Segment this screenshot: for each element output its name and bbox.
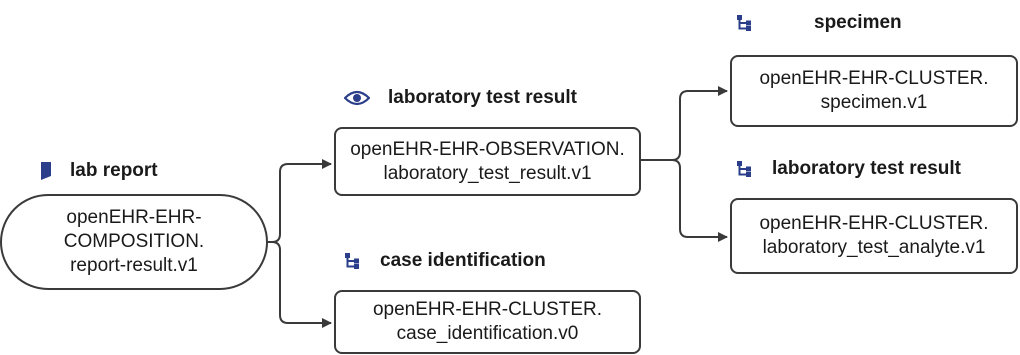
specimen-line-1: openEHR-EHR-CLUSTER. (759, 68, 989, 89)
specimen-node[interactable]: openEHR-EHR-CLUSTER. specimen.v1 (730, 55, 1018, 127)
hierarchy-icon (736, 160, 754, 178)
specimen-title: specimen (736, 12, 902, 34)
analyte-title: laboratory test result (736, 158, 961, 180)
analyte-line-1: openEHR-EHR-CLUSTER. (759, 213, 989, 234)
case-identification-line-2: case_identification.v0 (396, 323, 579, 344)
lab-report-title-text: lab report (70, 160, 158, 181)
observation-line-1: openEHR-EHR-OBSERVATION. (350, 138, 625, 160)
case-identification-title-text: case identification (380, 250, 546, 271)
case-identification-line-1: openEHR-EHR-CLUSTER. (372, 299, 603, 320)
observation-node[interactable]: openEHR-EHR-OBSERVATION. laboratory_test… (334, 127, 641, 196)
lab-report-node[interactable]: openEHR-EHR- COMPOSITION. report-result.… (0, 194, 268, 290)
lab-report-line-1: openEHR-EHR- (66, 207, 202, 228)
observation-title-text: laboratory test result (388, 87, 577, 108)
lab-report-title: lab report (40, 160, 158, 182)
edge-lab-report-to-observation (268, 159, 332, 243)
lab-report-line-3: report-result.v1 (70, 255, 198, 276)
observation-line-2: laboratory_test_result.v1 (383, 162, 592, 184)
bookmark-icon (40, 161, 52, 181)
analyte-line-2: laboratory_test_analyte.v1 (762, 237, 986, 258)
edge-lab-report-to-case-identification (268, 241, 332, 328)
edge-observation-to-analyte (641, 159, 728, 242)
edge-observation-to-specimen (641, 86, 728, 161)
eye-icon (344, 90, 370, 106)
case-identification-node[interactable]: openEHR-EHR-CLUSTER. case_identification… (334, 290, 641, 354)
specimen-title-text: specimen (814, 12, 902, 33)
hierarchy-icon (736, 14, 754, 32)
specimen-line-2: specimen.v1 (820, 92, 928, 113)
lab-report-line-2: COMPOSITION. (63, 231, 205, 252)
hierarchy-icon (344, 252, 362, 270)
analyte-node[interactable]: openEHR-EHR-CLUSTER. laboratory_test_ana… (730, 198, 1018, 274)
case-identification-title: case identification (344, 250, 546, 272)
analyte-title-text: laboratory test result (772, 158, 961, 179)
observation-title: laboratory test result (344, 87, 577, 109)
